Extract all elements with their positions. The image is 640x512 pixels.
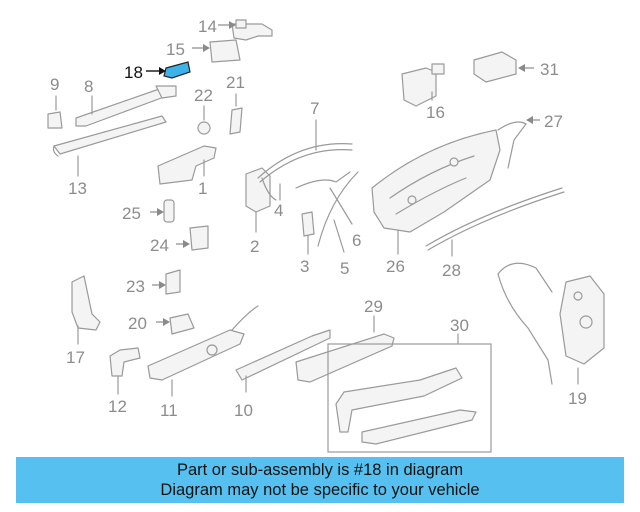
part-25: 25 <box>122 199 175 223</box>
part-23: 23 <box>126 269 181 296</box>
part-3: 3 <box>300 211 315 276</box>
part-14: 14 <box>198 17 273 41</box>
label-9: 9 <box>50 75 59 94</box>
part-20: 20 <box>128 313 195 335</box>
label-22: 22 <box>194 86 213 105</box>
label-30: 30 <box>450 316 469 335</box>
part-19: 19 <box>497 262 605 408</box>
label-18: 18 <box>124 63 143 82</box>
banner-line-1: Part or sub-assembly is #18 in diagram <box>176 461 464 479</box>
part-26: 26 <box>371 129 501 276</box>
part-13: 13 <box>52 115 167 198</box>
label-15: 15 <box>166 40 185 59</box>
label-17: 17 <box>66 348 85 367</box>
info-banner: Part or sub-assembly is #18 in diagram D… <box>16 457 624 503</box>
label-8: 8 <box>84 77 93 96</box>
part-1: 1 <box>157 145 217 198</box>
part-21: 21 <box>226 73 245 135</box>
label-19: 19 <box>568 389 587 408</box>
label-26: 26 <box>386 257 405 276</box>
part-18-highlighted: 18 <box>124 61 191 82</box>
label-28: 28 <box>442 261 461 280</box>
part-16: 16 <box>401 63 445 122</box>
part-29: 29 <box>295 297 395 383</box>
label-13: 13 <box>68 179 87 198</box>
label-16: 16 <box>426 103 445 122</box>
label-12: 12 <box>108 397 127 416</box>
part-31: 31 <box>473 51 559 83</box>
label-24: 24 <box>150 236 169 255</box>
part-9: 9 <box>47 75 63 129</box>
label-29: 29 <box>364 297 383 316</box>
part-30-assembly: 30 <box>327 316 492 453</box>
banner-line-2: Diagram may not be specific to your vehi… <box>160 481 480 499</box>
label-14: 14 <box>198 17 217 36</box>
label-1: 1 <box>198 179 207 198</box>
part-4: 4 <box>261 177 283 220</box>
part-22: 22 <box>194 86 213 135</box>
label-7: 7 <box>310 99 319 118</box>
label-2: 2 <box>250 237 259 256</box>
part-17: 17 <box>66 275 101 367</box>
label-27: 27 <box>544 112 563 131</box>
label-25: 25 <box>122 204 141 223</box>
label-4: 4 <box>274 201 283 220</box>
label-10: 10 <box>234 401 253 420</box>
label-6: 6 <box>352 231 361 250</box>
part-2: 2 <box>245 167 271 256</box>
label-20: 20 <box>128 314 147 333</box>
label-11: 11 <box>160 401 178 420</box>
label-21: 21 <box>226 73 245 92</box>
part-12: 12 <box>108 347 141 416</box>
part-10: 10 <box>234 329 331 420</box>
label-31: 31 <box>540 60 559 79</box>
parts-diagram: 14 15 18 9 8 13 22 <box>47 17 605 453</box>
part-27: 27 <box>497 112 563 169</box>
part-24: 24 <box>150 225 209 255</box>
part-8: 8 <box>75 77 177 127</box>
part-5: 5 <box>317 171 359 278</box>
part-7: 7 <box>257 99 353 183</box>
part-6: 6 <box>295 171 361 250</box>
part-28: 28 <box>425 187 565 280</box>
label-3: 3 <box>300 257 309 276</box>
label-23: 23 <box>126 277 145 296</box>
part-11: 11 <box>147 305 259 420</box>
part-15: 15 <box>166 39 241 63</box>
label-5: 5 <box>340 259 349 278</box>
